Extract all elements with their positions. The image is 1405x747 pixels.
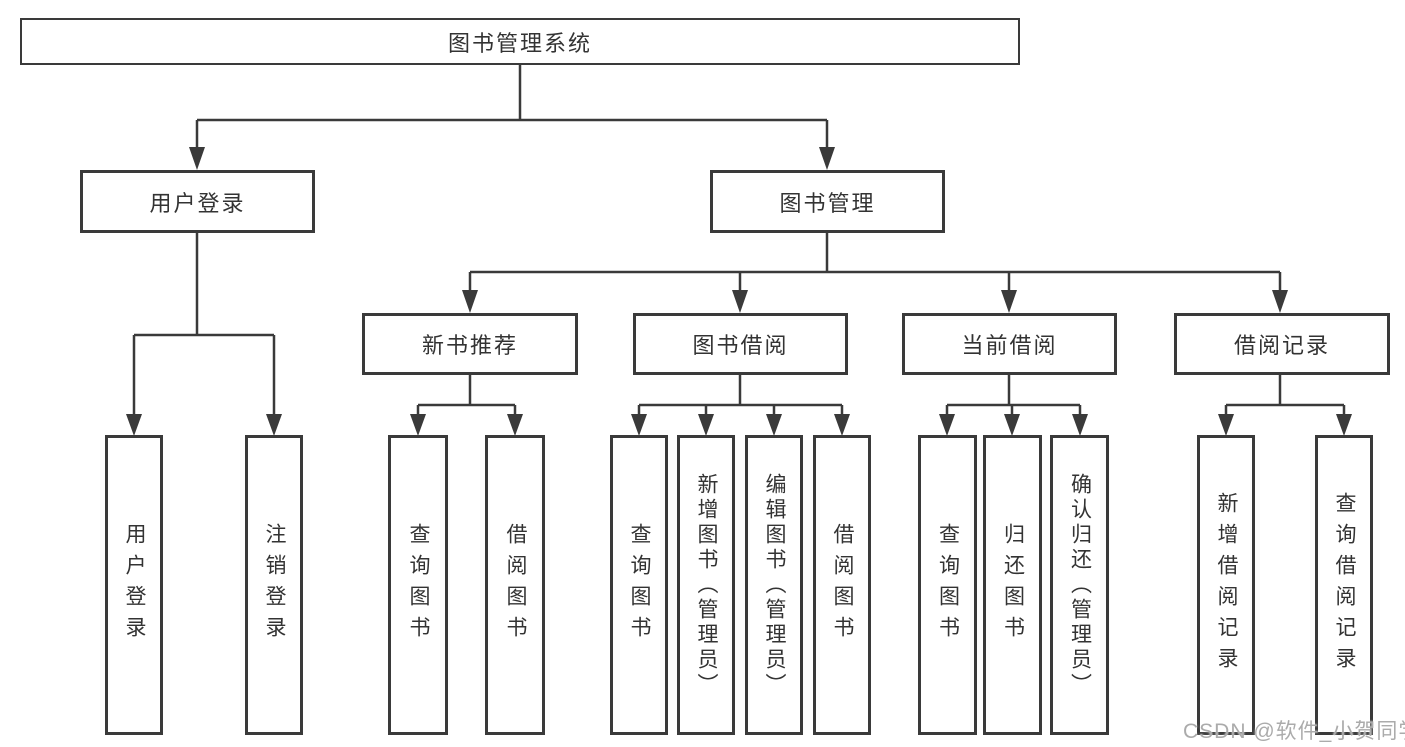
leaf-logout-login: 注销登录 [245, 435, 303, 735]
leaf-borrow-books: 借阅图书 [813, 435, 871, 735]
leaf-return-books: 归还图书 [983, 435, 1042, 735]
leaf-confirm-return-admin: 确认归还（管理员） [1050, 435, 1109, 735]
leaf-query-books-current: 查询图书 [918, 435, 977, 735]
leaf-user-login: 用户登录 [105, 435, 163, 735]
leaf-query-books-recommend: 查询图书 [388, 435, 448, 735]
node-current-borrow: 当前借阅 [902, 313, 1117, 375]
node-book-borrow: 图书借阅 [633, 313, 848, 375]
node-new-book-recommend: 新书推荐 [362, 313, 578, 375]
root-node-book-management-system: 图书管理系统 [20, 18, 1020, 65]
leaf-add-borrow-record: 新增借阅记录 [1197, 435, 1255, 735]
node-user-login: 用户登录 [80, 170, 315, 233]
node-book-management: 图书管理 [710, 170, 945, 233]
leaf-query-books-borrow: 查询图书 [610, 435, 668, 735]
leaf-edit-books-admin: 编辑图书（管理员） [745, 435, 803, 735]
leaf-add-books-admin: 新增图书（管理员） [677, 435, 735, 735]
leaf-borrow-books-recommend: 借阅图书 [485, 435, 545, 735]
node-borrow-records: 借阅记录 [1174, 313, 1390, 375]
leaf-query-borrow-record: 查询借阅记录 [1315, 435, 1373, 735]
csdn-watermark: CSDN @软件_小贺同学 [1183, 720, 1405, 743]
